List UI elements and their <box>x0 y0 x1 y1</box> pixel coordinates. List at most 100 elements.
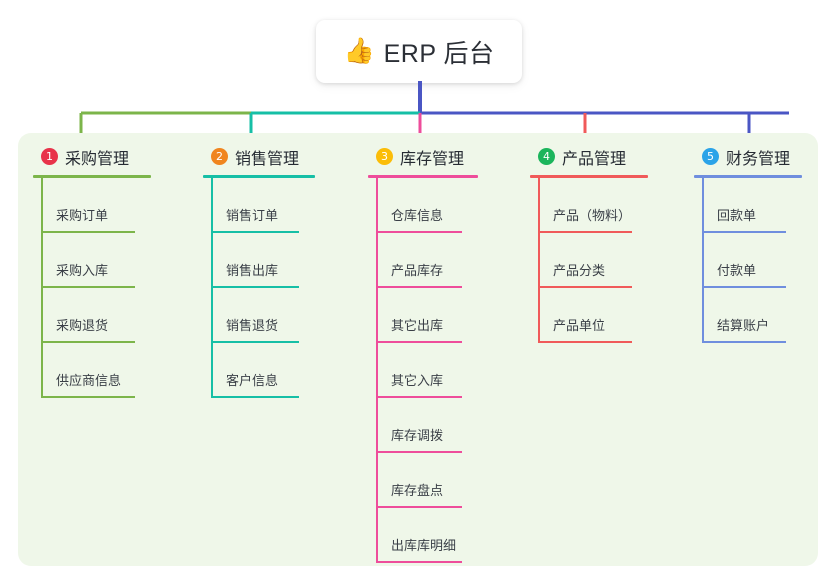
leaf-label: 结算账户 <box>717 318 770 333</box>
leaf-rule <box>41 231 135 233</box>
leaf-item[interactable]: 库存盘点 <box>368 453 478 508</box>
leaf-item[interactable]: 产品库存 <box>368 233 478 288</box>
branch-items: 回款单付款单结算账户 <box>694 178 802 343</box>
leaf-label: 付款单 <box>717 263 757 278</box>
leaf-label: 库存盘点 <box>391 483 444 498</box>
leaf-item[interactable]: 供应商信息 <box>33 343 151 398</box>
leaf-rule <box>702 286 786 288</box>
branch-column-库存管理: 3 库存管理仓库信息产品库存其它出库其它入库库存调拨库存盘点出库库明细 <box>368 143 478 563</box>
leaf-item[interactable]: 销售退货 <box>203 288 315 343</box>
branch-number-badge: 4 <box>538 148 555 165</box>
leaf-label: 产品（物料） <box>553 208 632 223</box>
root-node[interactable]: 👍 ERP 后台 <box>316 20 522 83</box>
leaf-label: 销售退货 <box>226 318 279 333</box>
leaf-label: 客户信息 <box>226 373 279 388</box>
branch-spine <box>702 178 704 343</box>
leaf-label: 仓库信息 <box>391 208 444 223</box>
leaf-item[interactable]: 产品（物料） <box>530 178 648 233</box>
leaf-rule <box>376 396 462 398</box>
branch-column-采购管理: 1 采购管理采购订单采购入库采购退货供应商信息 <box>33 143 151 398</box>
branch-number-badge: 1 <box>41 148 58 165</box>
leaf-label: 销售订单 <box>226 208 279 223</box>
branch-items: 产品（物料） 产品分类产品单位 <box>530 178 648 343</box>
leaf-item[interactable]: 出库库明细 <box>368 508 478 563</box>
branch-column-产品管理: 4 产品管理产品（物料） 产品分类产品单位 <box>530 143 648 343</box>
leaf-label: 产品单位 <box>553 318 606 333</box>
leaf-item[interactable]: 采购订单 <box>33 178 151 233</box>
leaf-label: 供应商信息 <box>56 373 122 388</box>
leaf-label: 其它入库 <box>391 373 444 388</box>
leaf-rule <box>211 396 299 398</box>
leaf-rule <box>376 231 462 233</box>
branch-items: 销售订单销售出库销售退货客户信息 <box>203 178 315 398</box>
branch-items: 仓库信息产品库存其它出库其它入库库存调拨库存盘点出库库明细 <box>368 178 478 563</box>
leaf-item[interactable]: 结算账户 <box>694 288 802 343</box>
leaf-rule <box>702 231 786 233</box>
leaf-rule <box>41 341 135 343</box>
leaf-label: 产品库存 <box>391 263 444 278</box>
branch-spine <box>211 178 213 398</box>
leaf-label: 采购入库 <box>56 263 109 278</box>
leaf-label: 采购订单 <box>56 208 109 223</box>
branch-title: 库存管理 <box>400 150 465 168</box>
leaf-item[interactable]: 采购入库 <box>33 233 151 288</box>
branch-title: 产品管理 <box>562 150 627 168</box>
branch-header-rule <box>33 175 151 178</box>
branch-spine <box>41 178 43 398</box>
leaf-rule <box>41 396 135 398</box>
branch-header-采购管理[interactable]: 1 采购管理 <box>33 143 151 170</box>
branch-items: 采购订单采购入库采购退货供应商信息 <box>33 178 151 398</box>
leaf-rule <box>376 286 462 288</box>
branch-header-库存管理[interactable]: 3 库存管理 <box>368 143 478 170</box>
leaf-label: 产品分类 <box>553 263 606 278</box>
leaf-item[interactable]: 客户信息 <box>203 343 315 398</box>
leaf-rule <box>376 561 462 563</box>
branch-spine <box>376 178 378 563</box>
leaf-label: 采购退货 <box>56 318 109 333</box>
leaf-rule <box>702 341 786 343</box>
branch-header-财务管理[interactable]: 5 财务管理 <box>694 143 802 170</box>
leaf-label: 销售出库 <box>226 263 279 278</box>
leaf-label: 出库库明细 <box>391 538 457 553</box>
leaf-rule <box>376 341 462 343</box>
leaf-item[interactable]: 库存调拨 <box>368 398 478 453</box>
leaf-rule <box>538 341 632 343</box>
leaf-rule <box>41 286 135 288</box>
branch-header-rule <box>368 175 478 178</box>
leaf-rule <box>376 451 462 453</box>
branch-number-badge: 3 <box>376 148 393 165</box>
branch-title: 采购管理 <box>65 150 130 168</box>
branch-number-badge: 5 <box>702 148 719 165</box>
branch-header-rule <box>694 175 802 178</box>
thumbs-up-emoji: 👍 <box>343 37 375 65</box>
leaf-item[interactable]: 付款单 <box>694 233 802 288</box>
root-title: ERP 后台 <box>383 39 495 68</box>
leaf-item[interactable]: 采购退货 <box>33 288 151 343</box>
leaf-item[interactable]: 销售订单 <box>203 178 315 233</box>
leaf-item[interactable]: 产品分类 <box>530 233 648 288</box>
leaf-rule <box>538 231 632 233</box>
leaf-label: 其它出库 <box>391 318 444 333</box>
branch-header-rule <box>203 175 315 178</box>
leaf-rule <box>211 341 299 343</box>
leaf-item[interactable]: 回款单 <box>694 178 802 233</box>
branch-header-产品管理[interactable]: 4 产品管理 <box>530 143 648 170</box>
branch-title: 财务管理 <box>726 150 791 168</box>
branch-header-rule <box>530 175 648 178</box>
leaf-item[interactable]: 其它入库 <box>368 343 478 398</box>
branches-panel <box>18 133 818 566</box>
leaf-item[interactable]: 其它出库 <box>368 288 478 343</box>
leaf-label: 库存调拨 <box>391 428 444 443</box>
branch-column-财务管理: 5 财务管理回款单付款单结算账户 <box>694 143 802 343</box>
leaf-rule <box>376 506 462 508</box>
leaf-rule <box>211 231 299 233</box>
leaf-label: 回款单 <box>717 208 757 223</box>
branch-number-badge: 2 <box>211 148 228 165</box>
leaf-rule <box>538 286 632 288</box>
leaf-item[interactable]: 销售出库 <box>203 233 315 288</box>
leaf-item[interactable]: 产品单位 <box>530 288 648 343</box>
leaf-item[interactable]: 仓库信息 <box>368 178 478 233</box>
